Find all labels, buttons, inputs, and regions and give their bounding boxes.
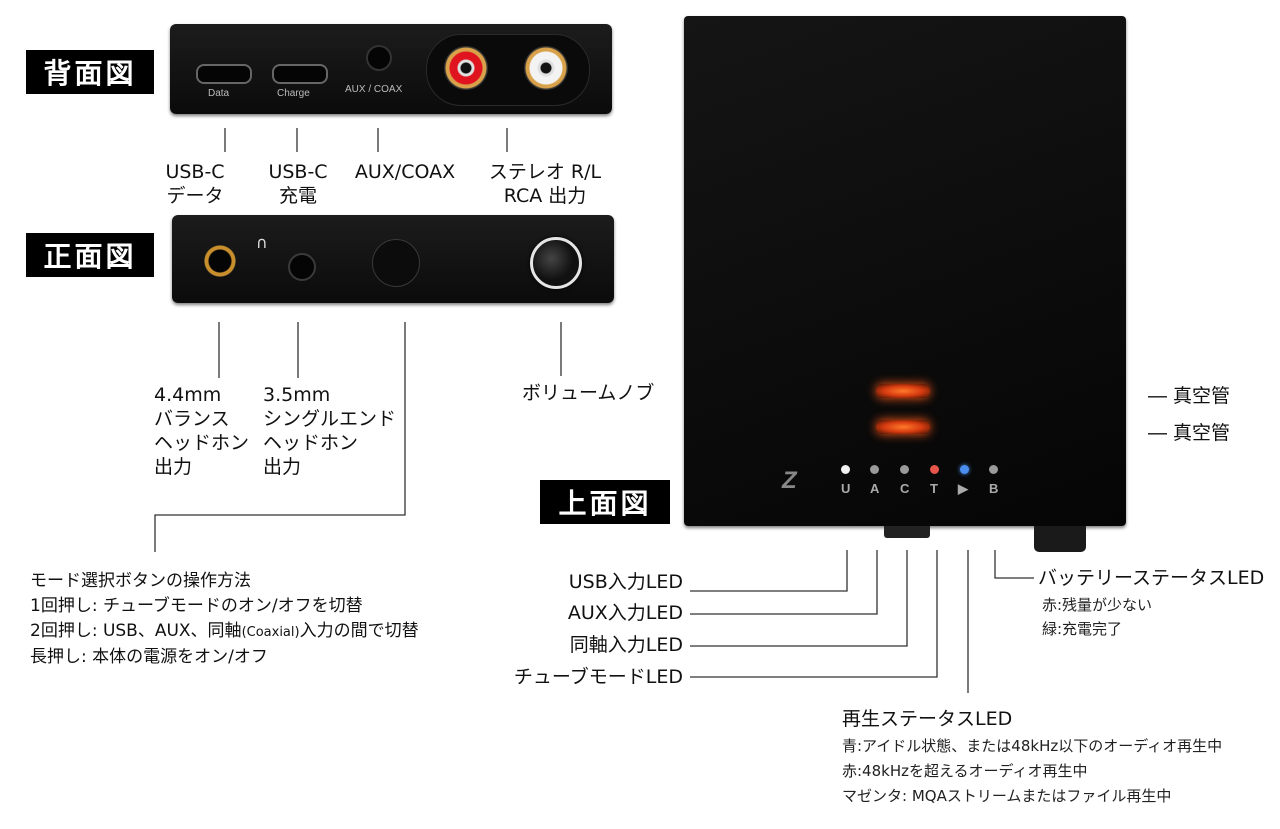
playback-magenta-desc: マゼンタ: MQAストリームまたはファイル再生中 xyxy=(842,787,1172,805)
mode-select-button xyxy=(372,239,420,287)
led-letter-u: U xyxy=(841,481,851,496)
led-tube xyxy=(930,465,939,474)
front-panel-device: ∩ xyxy=(172,215,614,303)
vacuum-tube-2 xyxy=(876,420,930,434)
rca-red-jack xyxy=(444,46,488,90)
aux-coax-jack xyxy=(366,45,392,71)
volume-knob xyxy=(530,237,582,289)
battery-green-desc: 緑:充電完了 xyxy=(1042,620,1123,638)
led-playback xyxy=(960,465,969,474)
mode-button-help: モード選択ボタンの操作方法 1回押し: チューブモードのオン/オフを切替 2回押… xyxy=(30,569,419,670)
bottom-knob xyxy=(1034,526,1086,552)
label-tube-2: ― 真空管 xyxy=(1148,422,1231,444)
front-view-title: 正面図 xyxy=(26,233,154,277)
brand-logo: Z xyxy=(782,467,797,494)
label-aux-led: AUX入力LED xyxy=(567,602,683,624)
data-port-marking: Data xyxy=(208,88,230,99)
playback-blue-desc: 青:アイドル状態、または48kHz以下のオーディオ再生中 xyxy=(842,737,1223,755)
aux-port-marking: AUX / COAX xyxy=(345,84,403,95)
mode-help-line2: 2回押し: USB、AUX、同軸(Coaxial)入力の間で切替 xyxy=(30,621,419,641)
led-letter-play: ▶ xyxy=(958,481,968,496)
rear-view-title: 背面図 xyxy=(26,50,154,94)
led-coax xyxy=(900,465,909,474)
headphone-icon: ∩ xyxy=(256,233,268,252)
bottom-connector xyxy=(884,526,930,538)
usbc-data-port xyxy=(196,64,252,84)
mode-help-line1: 1回押し: チューブモードのオン/オフを切替 xyxy=(30,596,363,616)
label-playback-led: 再生ステータスLED xyxy=(842,708,1013,730)
jack-3-5mm-single-ended xyxy=(288,253,316,281)
led-letter-b: B xyxy=(989,481,999,496)
usbc-charge-port xyxy=(272,64,328,84)
label-battery-led: バッテリーステータスLED xyxy=(1038,567,1265,589)
label-coax-led: 同軸入力LED xyxy=(569,634,683,656)
mode-help-title: モード選択ボタンの操作方法 xyxy=(30,571,251,591)
charge-port-marking: Charge xyxy=(277,88,310,99)
led-usb xyxy=(841,465,850,474)
led-battery xyxy=(989,465,998,474)
rca-white-jack xyxy=(524,46,568,90)
mode-help-line3: 長押し: 本体の電源をオン/オフ xyxy=(30,647,268,667)
label-volume-knob: ボリュームノブ xyxy=(522,382,655,404)
label-tube-led: チューブモードLED xyxy=(513,666,683,688)
label-tube-1: ― 真空管 xyxy=(1148,385,1231,407)
led-aux xyxy=(870,465,879,474)
top-view-title: 上面図 xyxy=(540,480,670,524)
led-letter-a: A xyxy=(870,481,880,496)
vacuum-tube-1 xyxy=(876,384,930,398)
rear-panel-device: Data Charge AUX / COAX xyxy=(170,24,612,114)
label-aux-coax: AUX/COAX xyxy=(354,161,456,183)
battery-red-desc: 赤:残量が少ない xyxy=(1042,596,1153,614)
top-view-device: Z U A C T ▶ B xyxy=(684,16,1126,526)
playback-red-desc: 赤:48kHzを超えるオーディオ再生中 xyxy=(842,762,1088,780)
label-usb-led: USB入力LED xyxy=(568,571,683,593)
led-letter-t: T xyxy=(930,481,938,496)
jack-4-4mm-balanced xyxy=(204,245,236,277)
led-letter-c: C xyxy=(900,481,910,496)
